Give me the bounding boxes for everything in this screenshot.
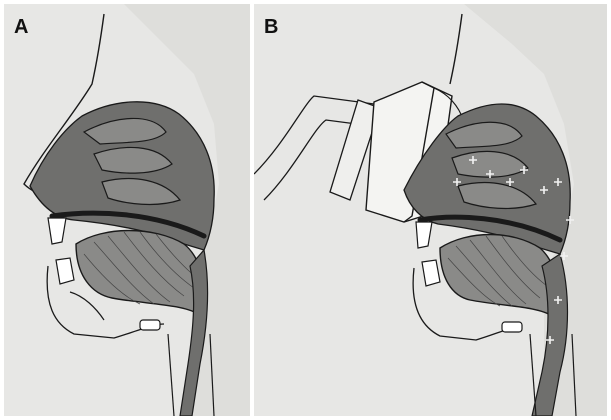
panel-a: A bbox=[4, 4, 250, 416]
panel-label: A bbox=[14, 16, 29, 39]
trachea bbox=[530, 334, 536, 416]
larynx bbox=[140, 320, 160, 330]
panel-label: B bbox=[264, 16, 279, 39]
upper-incisor bbox=[48, 218, 66, 244]
hyoid bbox=[70, 292, 104, 320]
trachea bbox=[168, 334, 174, 416]
face-profile bbox=[450, 14, 462, 84]
upper-incisor bbox=[416, 222, 432, 248]
lower-incisor bbox=[422, 260, 440, 286]
panel-a-illustration bbox=[4, 4, 250, 416]
larynx bbox=[502, 322, 522, 332]
lower-incisor bbox=[56, 258, 74, 284]
panel-b: B bbox=[254, 4, 607, 416]
panel-b-illustration bbox=[254, 4, 607, 416]
